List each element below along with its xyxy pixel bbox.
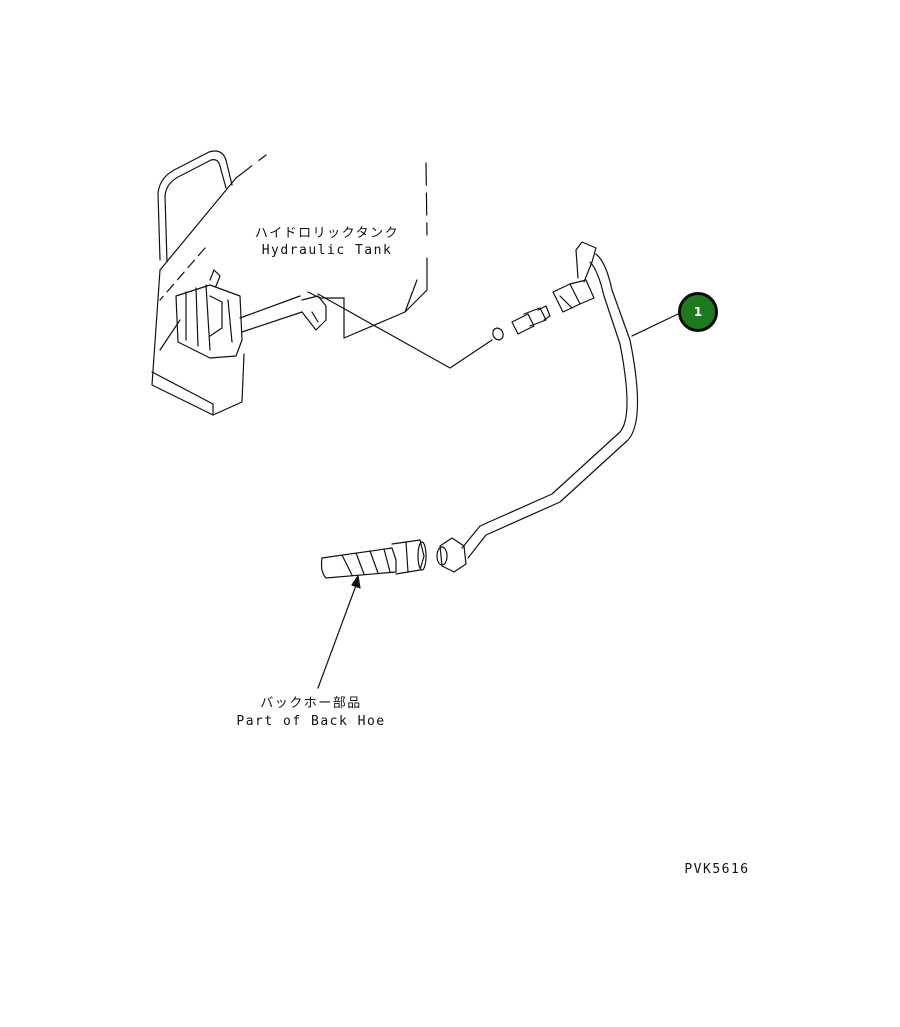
drawing-code: PVK5616: [684, 862, 750, 877]
hydraulic-tank-drawing: [151, 154, 428, 416]
tank-label-japanese: ハイドロリックタンク: [254, 226, 400, 241]
backhoe-label-english: Part of Back Hoe: [236, 714, 386, 729]
tank-rail-drawing: [157, 150, 233, 263]
o-ring-drawing: [492, 327, 504, 341]
valve-block-drawing: [175, 269, 327, 359]
callout-number: 1: [693, 305, 703, 319]
tank-label-english: Hydraulic Tank: [261, 243, 393, 258]
callout-badge-1[interactable]: 1: [678, 292, 718, 332]
callout-leader-line: [631, 313, 679, 337]
backhoe-leader-arrow: [351, 575, 361, 589]
backhoe-hose-drawing: [320, 539, 427, 579]
tank-port-leader-line: [317, 293, 493, 369]
backhoe-label-japanese: バックホー部品: [260, 696, 362, 711]
adapter-fitting-drawing: [511, 305, 551, 335]
pipe-part-1-drawing: [461, 253, 639, 559]
elbow-fitting-drawing: [552, 241, 597, 313]
backhoe-leader-line: [317, 579, 359, 689]
pipe-end-nut-drawing: [436, 537, 467, 573]
